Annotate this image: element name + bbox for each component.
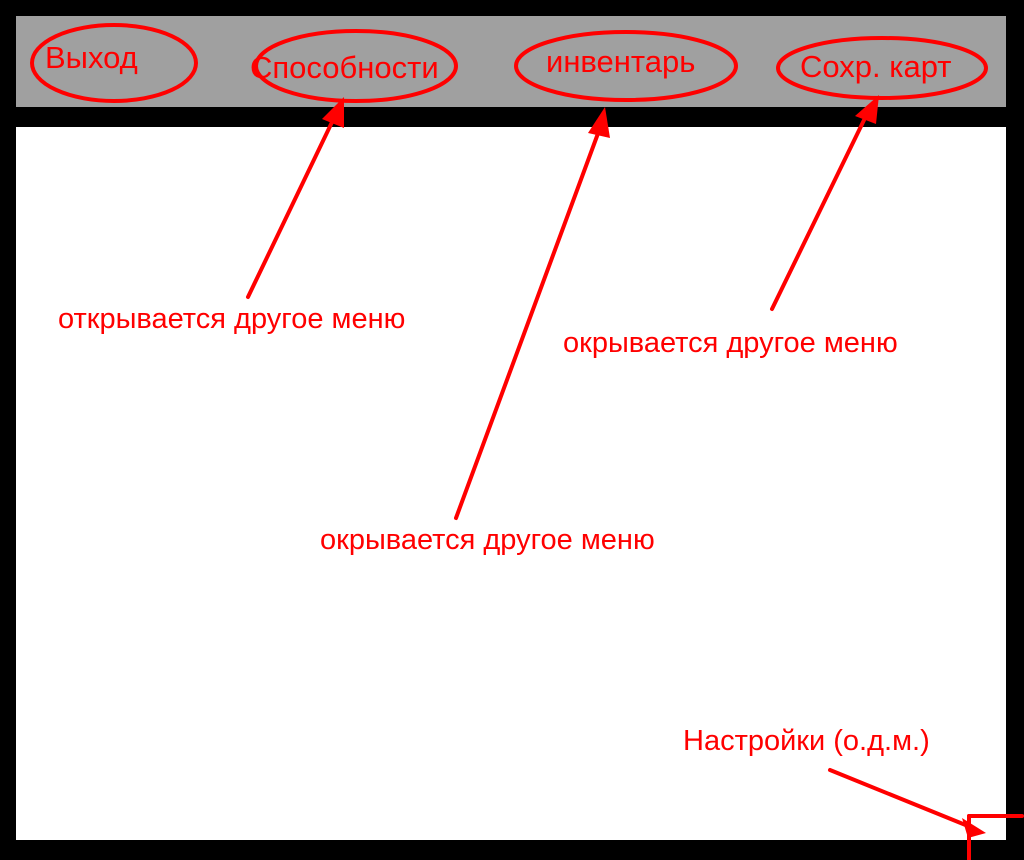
game-canvas [16,127,1006,840]
save-arrow-head [855,95,879,124]
abilities-arrow-shaft [246,116,336,299]
save-map-button-label[interactable]: Сохр. карт [800,49,952,84]
save-annotation: окрывается другое меню [563,327,898,359]
exit-highlight-ellipse [30,23,198,103]
settings-arrow-shaft [828,768,970,828]
save-highlight-ellipse [776,36,988,100]
exit-button-label[interactable]: Выход [45,40,138,75]
abilities-highlight-ellipse [254,29,458,103]
inventory-button-label[interactable]: инвентарь [546,44,696,79]
settings-annotation: Настройки (о.д.м.) [683,725,930,757]
top-menu-bar [16,16,1006,107]
abilities-annotation: открывается другое меню [58,303,406,335]
save-arrow-shaft [770,114,868,311]
abilities-arrow-head [322,97,344,128]
inventory-highlight-ellipse [514,30,738,102]
inventory-annotation: окрывается другое меню [320,524,655,556]
inventory-arrow-shaft [454,126,602,520]
abilities-button-label[interactable]: Способности [250,50,439,85]
settings-arrow-head [962,818,986,838]
inventory-arrow-head [588,107,610,138]
